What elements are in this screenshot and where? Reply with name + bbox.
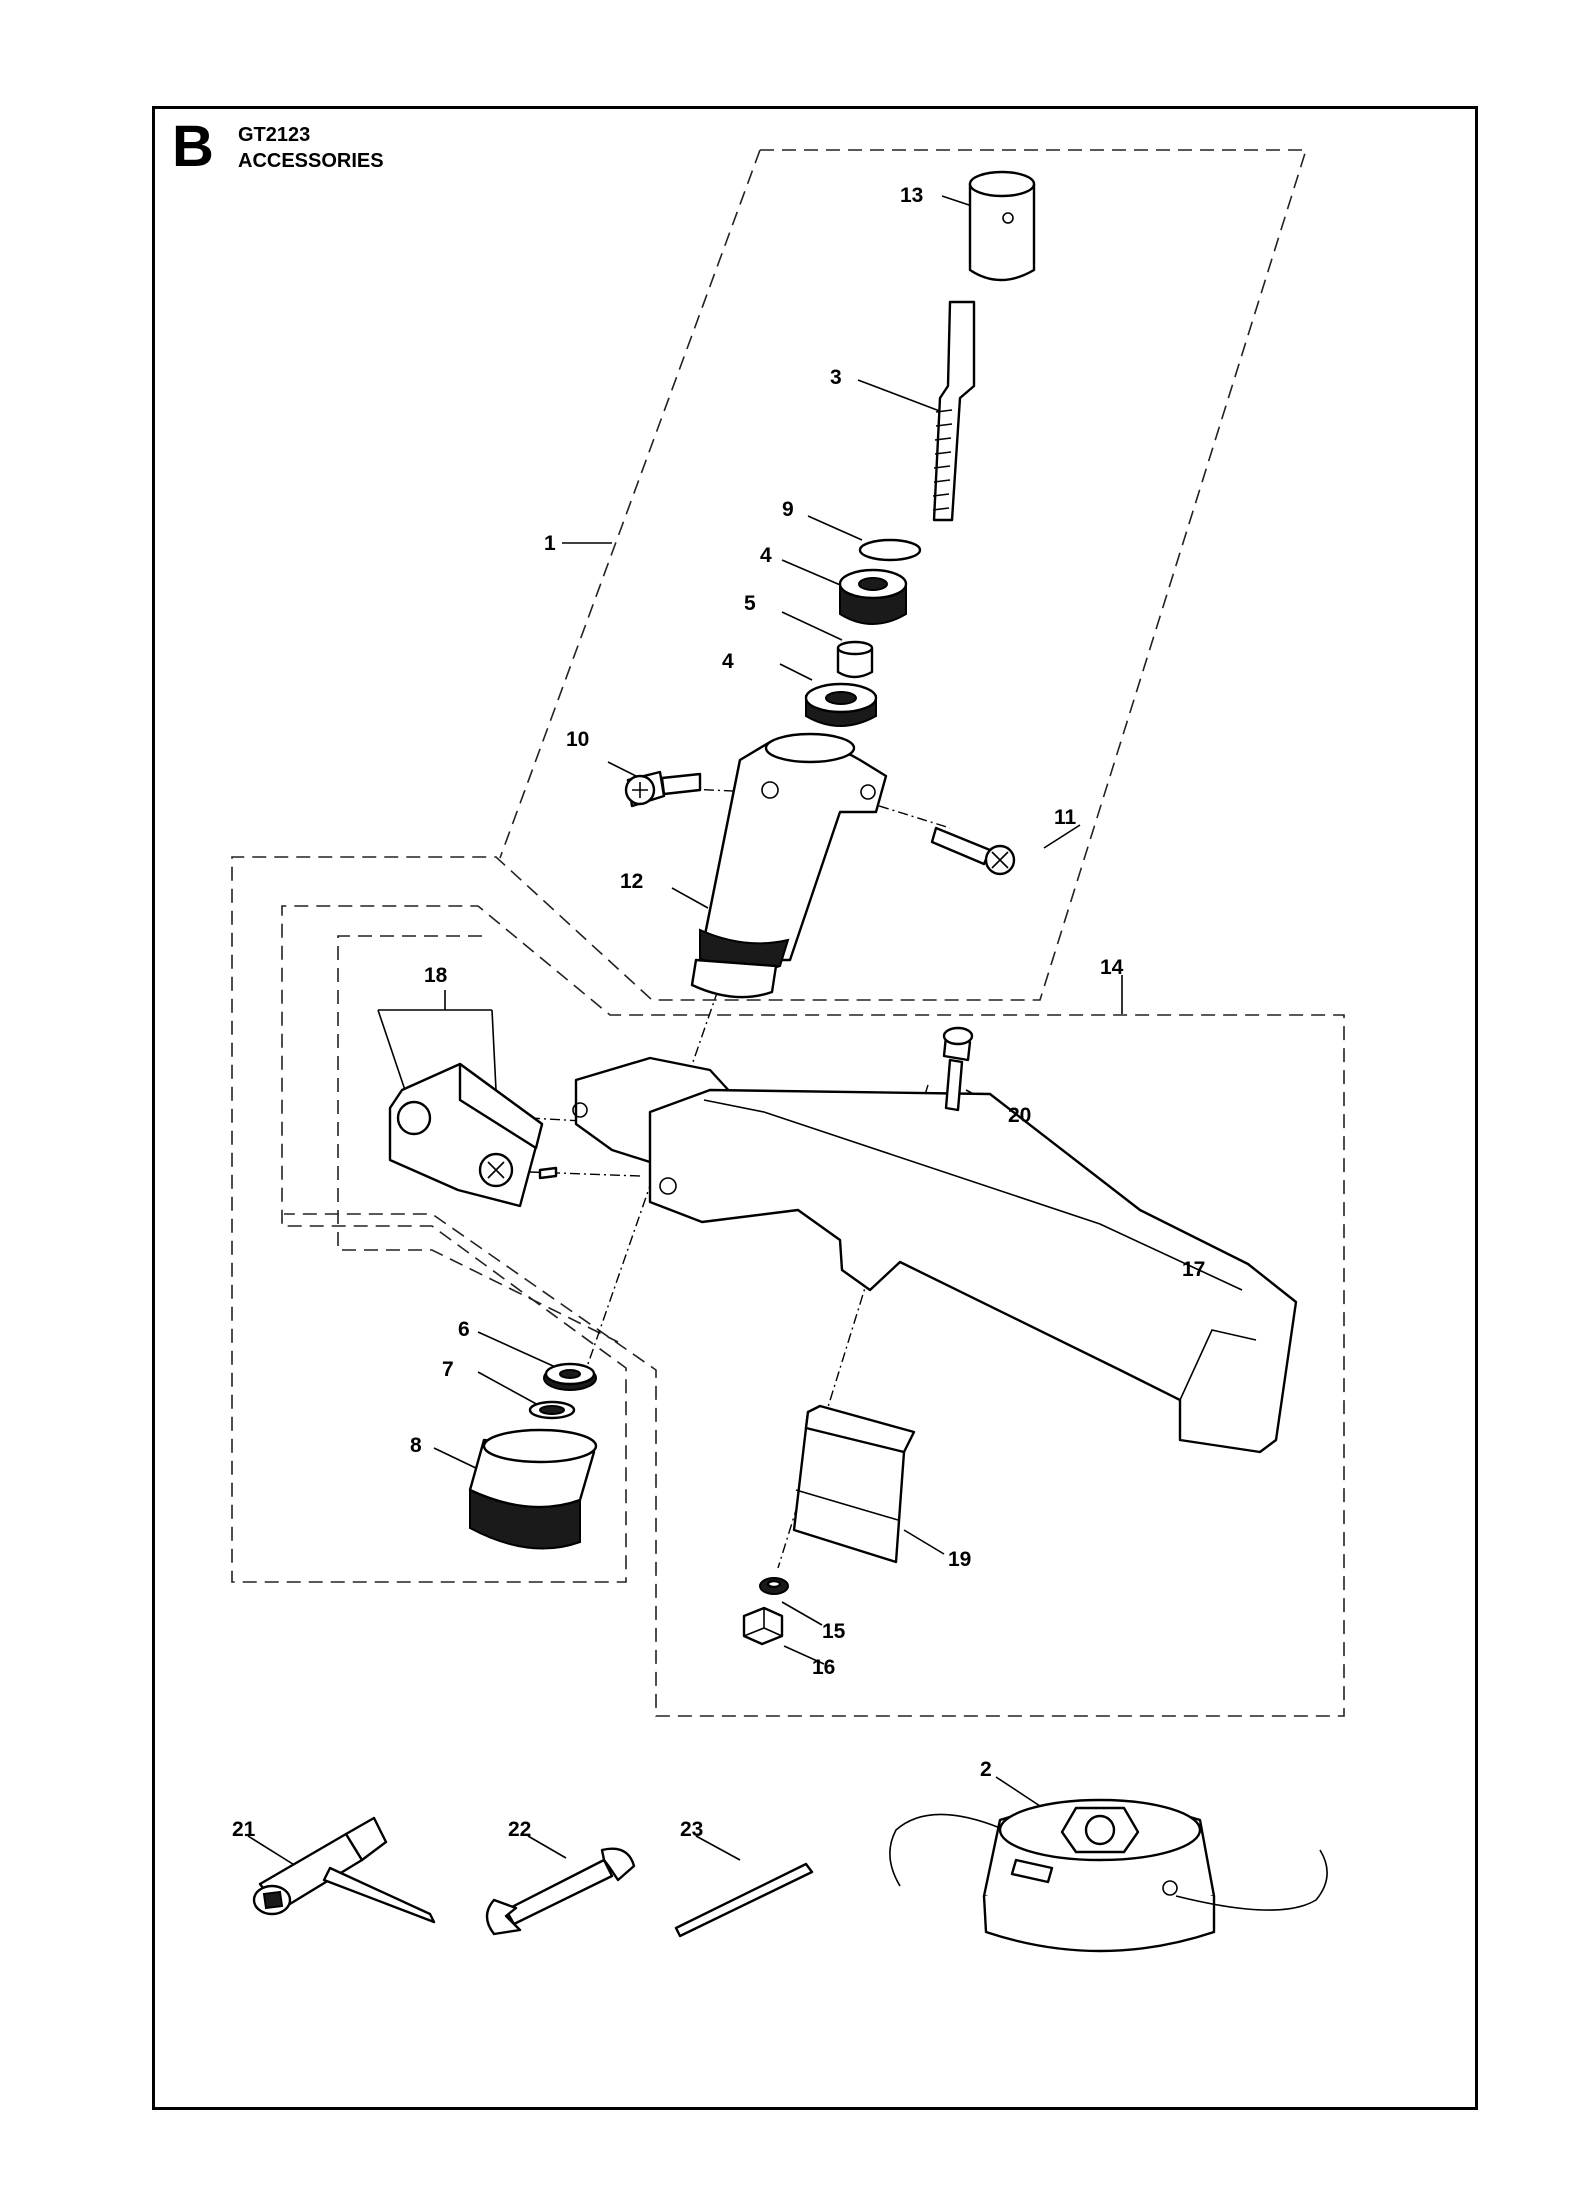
callout-18: 18 <box>424 964 448 987</box>
model-number: GT2123 <box>238 124 311 146</box>
callout-15: 15 <box>822 1620 846 1643</box>
group-outline-1 <box>231 149 1345 1717</box>
callout-3: 3 <box>830 366 842 389</box>
callout-13: 13 <box>900 184 923 207</box>
part-6-nut <box>543 1362 597 1391</box>
part-16-nut <box>742 1606 784 1646</box>
leader-lines <box>247 195 1181 1867</box>
callout-14: 14 <box>1100 956 1124 979</box>
callout-10: 10 <box>566 728 589 751</box>
callout-22: 22 <box>508 1818 531 1841</box>
part-8-sleeve <box>468 1428 598 1550</box>
callout-17: 17 <box>1182 1258 1205 1281</box>
part-7-circlip <box>528 1400 576 1420</box>
callout-20: 20 <box>1008 1104 1031 1127</box>
callout-11: 11 <box>1054 806 1077 829</box>
callout-23: 23 <box>680 1818 703 1841</box>
section-letter: B <box>172 114 214 179</box>
part-3-drive-shaft <box>932 300 976 522</box>
part-21-spark-plug-wrench <box>252 1816 436 1924</box>
part-2-trimmer-head <box>889 1798 1328 1953</box>
section-title: ACCESSORIES <box>238 150 384 172</box>
part-11-bolt <box>930 826 1016 876</box>
callout-9: 9 <box>782 498 794 521</box>
group-outline-18 <box>337 935 619 1343</box>
callout-4: 4 <box>722 650 734 673</box>
part-4-bearing-lower <box>804 682 878 727</box>
callout-21: 21 <box>232 1818 256 1841</box>
part-17-guard-arm <box>572 1056 1298 1454</box>
callout-1: 1 <box>544 532 556 555</box>
callout-4: 4 <box>760 544 772 567</box>
part-22-open-end-wrench <box>485 1847 636 1936</box>
part-10-bolt <box>624 770 702 808</box>
callout-7: 7 <box>442 1358 454 1381</box>
part-20-bolt <box>942 1026 974 1112</box>
part-9-washer <box>858 538 922 562</box>
callout-12: 12 <box>620 870 643 893</box>
callout-16: 16 <box>812 1656 835 1679</box>
callout-19: 19 <box>948 1548 971 1571</box>
part-19-plate <box>792 1404 916 1564</box>
part-13-coupling-sleeve <box>968 170 1036 282</box>
part-4-bearing-upper <box>838 568 908 625</box>
callout-labels: 13 3 9 4 5 4 1 10 11 12 14 18 20 17 6 7 … <box>232 184 1205 1841</box>
part-23-rod <box>674 1862 814 1938</box>
page-frame <box>152 106 1478 2110</box>
callout-6: 6 <box>458 1318 470 1341</box>
callout-2: 2 <box>980 1758 992 1781</box>
group-outline-1-upper <box>499 149 761 859</box>
part-15-washer <box>759 1577 789 1595</box>
part-18-clamp <box>388 1062 558 1208</box>
callout-8: 8 <box>410 1434 422 1457</box>
part-5-spacer <box>836 640 874 679</box>
callout-5: 5 <box>744 592 756 615</box>
part-12-clamp-housing <box>690 732 888 999</box>
